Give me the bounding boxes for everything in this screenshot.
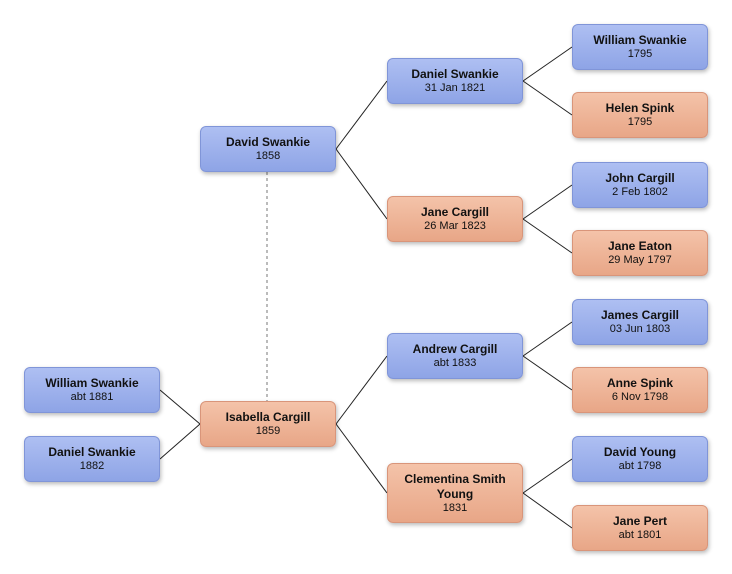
- person-date: abt 1833: [433, 357, 477, 369]
- person-david-swankie[interactable]: David Swankie 1858: [200, 126, 336, 172]
- person-date: 1882: [79, 460, 105, 472]
- person-andrew-cargill[interactable]: Andrew Cargill abt 1833: [387, 333, 523, 379]
- person-date: 1831: [442, 501, 468, 514]
- person-date: 6 Nov 1798: [611, 391, 669, 403]
- connector-line: [159, 423, 201, 460]
- person-date: abt 1881: [70, 391, 114, 403]
- person-name: Andrew Cargill: [412, 342, 498, 356]
- connector-line: [335, 423, 388, 494]
- person-name: Daniel Swankie: [411, 67, 499, 81]
- person-james-cargill[interactable]: James Cargill 03 Jun 1803: [572, 299, 708, 345]
- person-william-swankie-1881[interactable]: William Swankie abt 1881: [24, 367, 160, 413]
- person-date: 2 Feb 1802: [612, 186, 668, 198]
- person-date: 1795: [627, 48, 653, 60]
- person-name: Jane Cargill: [420, 205, 490, 219]
- person-name: Helen Spink: [605, 101, 675, 115]
- person-date: 29 May 1797: [608, 254, 672, 266]
- connector-line: [522, 321, 573, 357]
- connector-line: [335, 148, 388, 220]
- person-william-swankie-1795[interactable]: William Swankie 1795: [572, 24, 708, 70]
- person-john-cargill[interactable]: John Cargill 2 Feb 1802: [572, 162, 708, 208]
- person-anne-spink[interactable]: Anne Spink 6 Nov 1798: [572, 367, 708, 413]
- person-date: 03 Jun 1803: [609, 323, 671, 335]
- person-date: 1795: [627, 116, 653, 128]
- person-daniel-swankie-1882[interactable]: Daniel Swankie 1882: [24, 436, 160, 482]
- person-name: David Swankie: [225, 135, 311, 149]
- person-date: 1859: [255, 425, 281, 437]
- connector-line: [159, 389, 201, 425]
- person-date: 31 Jan 1821: [424, 82, 486, 94]
- person-name: Isabella Cargill: [225, 410, 311, 424]
- person-name: Jane Eaton: [607, 239, 673, 253]
- person-name: Daniel Swankie: [48, 445, 136, 459]
- person-name: Jane Pert: [612, 514, 668, 528]
- person-date: abt 1801: [618, 529, 662, 541]
- connector-line: [522, 218, 573, 254]
- person-jane-pert[interactable]: Jane Pert abt 1801: [572, 505, 708, 551]
- connector-line: [522, 458, 573, 494]
- person-name: William Swankie: [593, 33, 687, 47]
- person-date: 26 Mar 1823: [424, 220, 486, 232]
- connector-line: [522, 184, 573, 220]
- person-name: James Cargill: [600, 308, 680, 322]
- person-clementina-smith-young[interactable]: Clementina Smith Young 1831: [387, 463, 523, 523]
- person-daniel-swankie-1821[interactable]: Daniel Swankie 31 Jan 1821: [387, 58, 523, 104]
- person-date: 1858: [255, 150, 281, 162]
- connector-line: [522, 46, 573, 82]
- person-name: Anne Spink: [606, 376, 673, 390]
- connector-line: [522, 80, 573, 116]
- person-name: Clementina Smith Young: [404, 471, 506, 501]
- connector-line: [522, 355, 573, 391]
- connector-line: [335, 80, 388, 150]
- person-date: abt 1798: [618, 460, 662, 472]
- person-name: John Cargill: [605, 171, 675, 185]
- connector-line: [522, 492, 573, 529]
- person-helen-spink[interactable]: Helen Spink 1795: [572, 92, 708, 138]
- person-isabella-cargill[interactable]: Isabella Cargill 1859: [200, 401, 336, 447]
- person-david-young[interactable]: David Young abt 1798: [572, 436, 708, 482]
- person-jane-eaton[interactable]: Jane Eaton 29 May 1797: [572, 230, 708, 276]
- connector-line: [335, 355, 388, 425]
- person-jane-cargill[interactable]: Jane Cargill 26 Mar 1823: [387, 196, 523, 242]
- person-name: David Young: [603, 445, 677, 459]
- person-name: William Swankie: [45, 376, 139, 390]
